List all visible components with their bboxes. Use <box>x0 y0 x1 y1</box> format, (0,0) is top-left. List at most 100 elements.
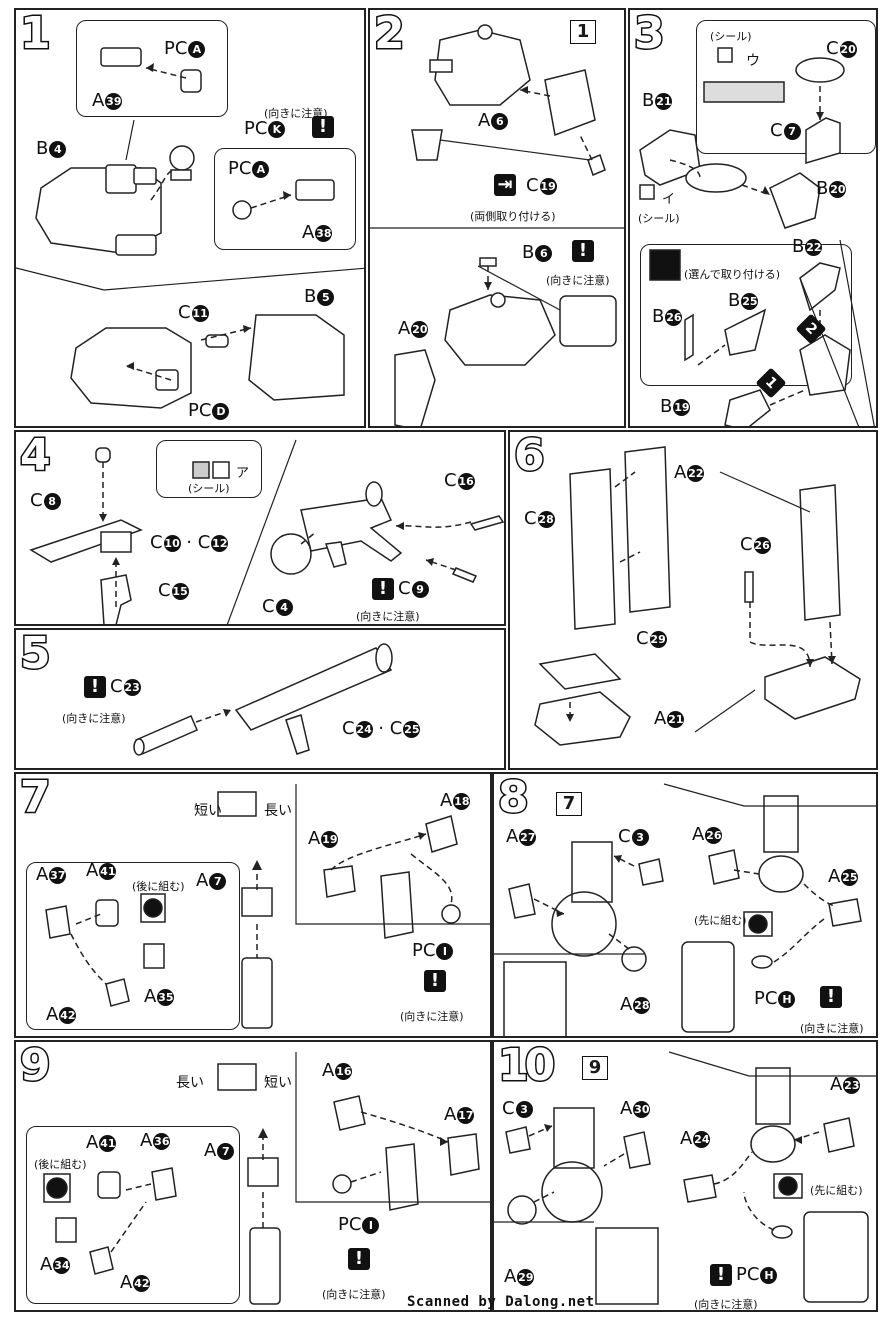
step-3-art <box>639 47 875 426</box>
step-number: 1 <box>19 8 53 59</box>
orientation-note: (向きに注意) <box>356 610 420 623</box>
reference-step-box: 7 <box>556 792 582 816</box>
caution-icon: ! <box>312 116 334 138</box>
reference-step-box: 1 <box>570 20 596 44</box>
step-6-art <box>534 446 861 746</box>
choose-attach-note: (選んで取り付ける) <box>684 268 781 281</box>
step-number: 10 <box>496 1040 556 1091</box>
caution-icon: ! <box>710 1264 732 1286</box>
orientation-note: (向きに注意) <box>322 1288 386 1301</box>
step-number: 2 <box>373 8 407 59</box>
step-4-art <box>29 439 504 624</box>
step-1-art <box>16 47 364 409</box>
caution-icon: ! <box>820 986 842 1008</box>
step-number: 3 <box>633 8 667 59</box>
short-label: 短い <box>264 1075 292 1091</box>
assemble-later-note: (後に組む) <box>34 1158 87 1171</box>
orientation-note: (向きに注意) <box>800 1022 864 1035</box>
step-7-art <box>45 784 490 1029</box>
seal-mark-a: ア <box>236 466 250 481</box>
assemble-first-note: (先に組む) <box>694 914 747 927</box>
caution-icon: ! <box>348 1248 370 1270</box>
orientation-note: (向きに注意) <box>546 274 610 287</box>
detail-bubble <box>26 862 240 1030</box>
long-label: 長い <box>176 1075 204 1091</box>
step-number: 9 <box>19 1040 53 1091</box>
orientation-note: (向きに注意) <box>62 712 126 725</box>
step-number: 5 <box>19 628 53 679</box>
orientation-note: (向きに注意) <box>264 107 328 120</box>
step-10-art <box>494 1051 876 1305</box>
seal-mark-i: イ <box>662 192 676 207</box>
step-number: 8 <box>497 772 531 823</box>
both-sides-note: (両側取り付ける) <box>470 210 556 223</box>
short-label: 短い <box>194 803 222 819</box>
caution-icon: ! <box>84 676 106 698</box>
long-label: 長い <box>264 803 292 819</box>
caution-icon: ! <box>572 240 594 262</box>
caution-icon: ! <box>424 970 446 992</box>
both-sides-icon: ⇥ <box>494 174 516 196</box>
scan-credit: Scanned by Dalong.net <box>407 1294 595 1310</box>
detail-bubble <box>26 1126 240 1304</box>
seal-note: (シール) <box>638 212 680 225</box>
seal-note: (シール) <box>188 482 230 495</box>
seal-mark-u: ウ <box>746 53 760 69</box>
